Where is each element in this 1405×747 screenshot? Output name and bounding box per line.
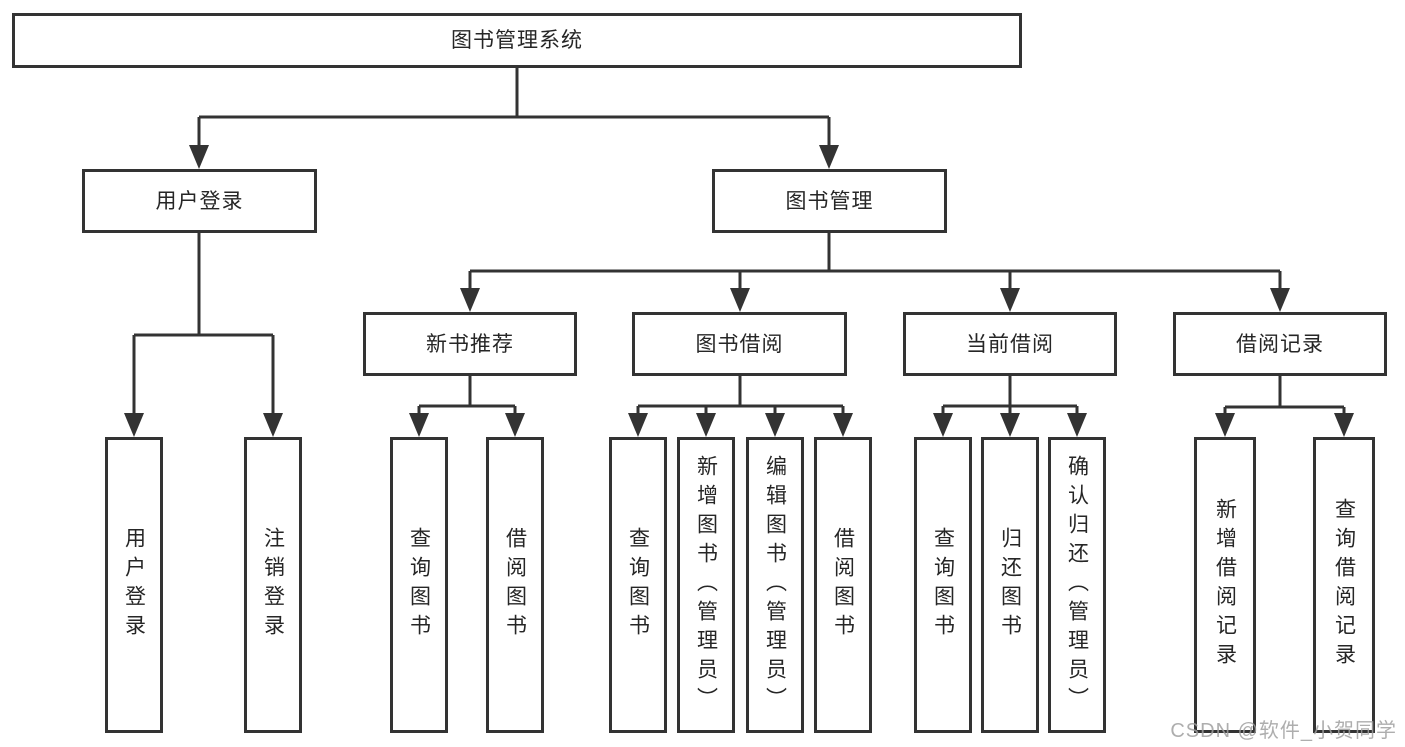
node-borrow-records-label: 借阅记录: [1236, 332, 1324, 356]
leaf-borrow-query-label: 查询图书: [626, 527, 650, 643]
leaf-borrow-query: 查询图书: [609, 437, 667, 733]
leaf-borrow-edit-admin: 编辑图书（管理员）: [746, 437, 804, 733]
node-book-management-label: 图书管理: [785, 189, 874, 213]
node-current-borrow-label: 当前借阅: [966, 332, 1054, 356]
node-user-login: 用户登录: [82, 169, 317, 233]
node-new-book-recommend-label: 新书推荐: [426, 332, 514, 356]
leaf-newbook-query: 查询图书: [390, 437, 448, 733]
node-current-borrow: 当前借阅: [903, 312, 1117, 376]
connector-path: [941, 376, 1079, 428]
leaf-logout-label: 注销登录: [261, 527, 285, 643]
arrowhead-icon: [460, 288, 480, 312]
leaf-record-add-label: 新增借阅记录: [1213, 498, 1237, 672]
arrowhead-icon: [1215, 413, 1235, 437]
arrowhead-icon: [833, 413, 853, 437]
node-book-borrow-label: 图书借阅: [695, 332, 784, 356]
leaf-newbook-query-label: 查询图书: [407, 527, 431, 643]
leaf-borrow-book: 借阅图书: [814, 437, 872, 733]
arrowhead-icon: [696, 413, 716, 437]
arrowhead-icon: [1000, 288, 1020, 312]
connector-path: [417, 376, 517, 428]
arrowhead-icon: [409, 413, 429, 437]
node-book-borrow: 图书借阅: [632, 312, 847, 376]
arrowhead-icon: [505, 413, 525, 437]
leaf-borrow-add-admin-label: 新增图书（管理员）: [694, 454, 718, 716]
leaf-current-query-label: 查询图书: [931, 527, 955, 643]
arrowhead-icon: [1334, 413, 1354, 437]
leaf-user-login: 用户登录: [105, 437, 163, 733]
leaf-current-confirm-admin-label: 确认归还（管理员）: [1065, 454, 1089, 716]
connector-path: [636, 376, 845, 428]
leaf-record-add: 新增借阅记录: [1194, 437, 1256, 733]
leaf-current-confirm-admin: 确认归还（管理员）: [1048, 437, 1106, 733]
leaf-borrow-book-label: 借阅图书: [831, 527, 855, 643]
leaf-borrow-edit-admin-label: 编辑图书（管理员）: [763, 454, 787, 716]
arrowhead-icon: [189, 145, 209, 169]
leaf-current-return: 归还图书: [981, 437, 1039, 733]
arrowhead-icon: [819, 145, 839, 169]
leaf-newbook-borrow-label: 借阅图书: [503, 527, 527, 643]
node-new-book-recommend: 新书推荐: [363, 312, 577, 376]
node-user-login-label: 用户登录: [155, 189, 244, 213]
leaf-logout: 注销登录: [244, 437, 302, 733]
connector-path: [1223, 376, 1346, 428]
arrowhead-icon: [1000, 413, 1020, 437]
connector-path: [197, 68, 831, 163]
leaf-current-return-label: 归还图书: [998, 527, 1022, 643]
connector-path: [468, 233, 1282, 306]
arrowhead-icon: [933, 413, 953, 437]
leaf-user-login-label: 用户登录: [122, 527, 146, 643]
leaf-record-query: 查询借阅记录: [1313, 437, 1375, 733]
leaf-record-query-label: 查询借阅记录: [1332, 498, 1356, 672]
connector-path: [132, 233, 275, 430]
node-book-management: 图书管理: [712, 169, 947, 233]
arrowhead-icon: [124, 413, 144, 437]
arrowhead-icon: [765, 413, 785, 437]
arrowhead-icon: [1270, 288, 1290, 312]
node-borrow-records: 借阅记录: [1173, 312, 1387, 376]
leaf-current-query: 查询图书: [914, 437, 972, 733]
leaf-borrow-add-admin: 新增图书（管理员）: [677, 437, 735, 733]
arrowhead-icon: [1067, 413, 1087, 437]
arrowhead-icon: [263, 413, 283, 437]
node-root-label: 图书管理系统: [451, 29, 583, 52]
arrowhead-icon: [628, 413, 648, 437]
node-root: 图书管理系统: [12, 13, 1022, 68]
leaf-newbook-borrow: 借阅图书: [486, 437, 544, 733]
arrowhead-icon: [730, 288, 750, 312]
